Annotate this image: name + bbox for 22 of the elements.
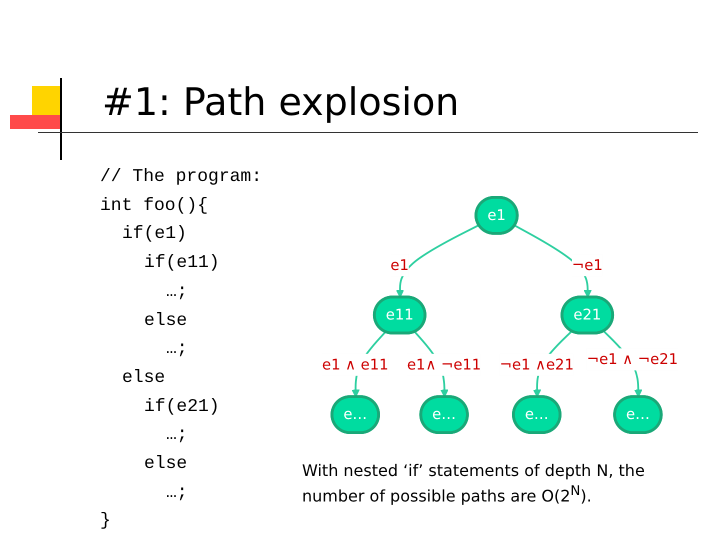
code-line: …; xyxy=(165,482,189,505)
edge-label: ¬e1 ∧e21 xyxy=(500,356,574,374)
edge-label: e1 ∧ e11 xyxy=(322,356,389,374)
code-line: …; xyxy=(165,424,189,448)
code-line: } xyxy=(100,510,112,534)
code-line: else xyxy=(121,366,166,390)
code-line: // The program: xyxy=(100,166,262,189)
edge-label: e1∧ ¬e11 xyxy=(406,356,482,374)
code-line: if(e1) xyxy=(121,223,188,246)
code-line: …; xyxy=(165,338,189,362)
code-line: else xyxy=(143,453,188,476)
caption-text: With nested ‘if’ statements of depth N, the number of possible paths are O(2$^{N}$). xyxy=(302,460,646,506)
arrow xyxy=(396,224,480,298)
code-line: …; xyxy=(165,280,189,304)
edge-label: ¬e1 ∧ ¬e21 xyxy=(586,350,678,368)
code-line: if(e21) xyxy=(143,396,221,419)
code-line: else xyxy=(143,310,188,333)
edge-label: ¬e1 xyxy=(572,256,603,274)
code-line: int foo(){ xyxy=(100,194,210,218)
code-line: if(e11) xyxy=(143,252,221,276)
edge-label: e1 xyxy=(390,256,409,274)
slide-title: #1: Path explosion xyxy=(102,80,460,124)
